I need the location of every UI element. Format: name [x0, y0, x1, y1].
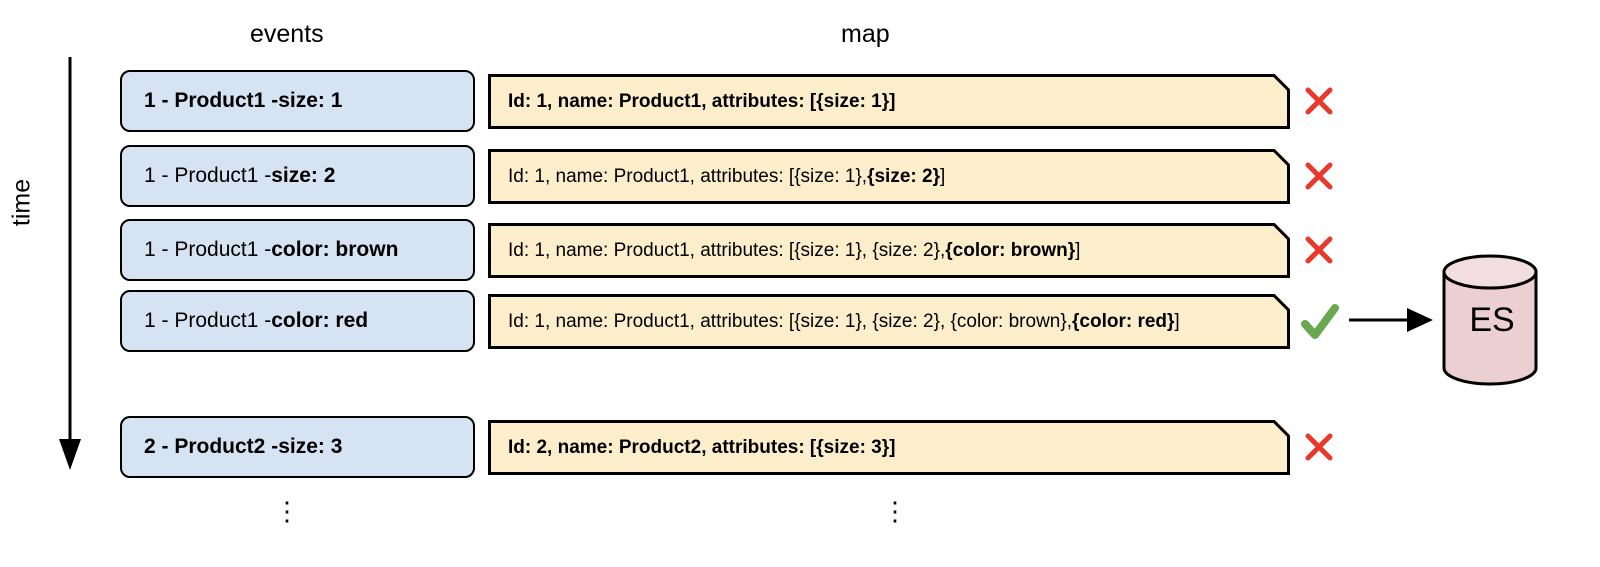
column-header-map: map [841, 20, 890, 48]
ellipsis-map: ⋮ [882, 496, 908, 526]
database-label: ES [1469, 301, 1515, 339]
arrow-right-icon [1349, 308, 1433, 332]
event-box[interactable]: 2 - Product2 - size: 3 [120, 416, 475, 478]
map-text-prefix: Id: 1, name: Product1, attributes: [{siz… [508, 165, 868, 187]
event-label-prefix: 1 - Product1 - [144, 89, 279, 112]
map-text-prefix: Id: 1, name: Product1, attributes: [{siz… [508, 239, 946, 261]
event-label-highlight: size: 1 [278, 89, 343, 112]
cross-icon [1300, 227, 1340, 273]
database-cylinder-icon [1349, 254, 1538, 386]
map-state-box[interactable]: Id: 2, name: Product2, attributes: [{siz… [488, 420, 1290, 475]
diagram-row: 2 - Product2 - size: 3 Id: 2, name: Produ… [0, 416, 1600, 478]
event-label-highlight: size: 3 [278, 435, 343, 458]
diagram-row: 1 - Product1 - color: brown Id: 1, name: … [0, 219, 1600, 281]
map-state-box[interactable]: Id: 1, name: Product1, attributes: [{siz… [488, 149, 1290, 204]
map-text-prefix: Id: 2, name: Product2, attributes: [{siz… [508, 436, 896, 458]
diagram-row: 1 - Product1 - size: 1 Id: 1, name: Produ… [0, 70, 1600, 132]
diagram-row: 1 - Product1 - size: 2 Id: 1, name: Produ… [0, 145, 1600, 207]
database-group [1345, 250, 1595, 390]
event-label-prefix: 1 - Product1 - [144, 164, 272, 187]
event-box[interactable]: 1 - Product1 - color: brown [120, 219, 475, 281]
event-box[interactable]: 1 - Product1 - size: 2 [120, 145, 475, 207]
map-text-highlight: {size: 2} [867, 165, 940, 187]
event-label-prefix: 1 - Product1 - [144, 309, 272, 332]
check-icon [1300, 298, 1340, 344]
cross-icon [1300, 153, 1340, 199]
ellipsis-events: ⋮ [274, 496, 300, 526]
event-box[interactable]: 1 - Product1 - size: 1 [120, 70, 475, 132]
map-text-prefix: Id: 1, name: Product1, attributes: [{siz… [508, 310, 1072, 332]
event-label-prefix: 1 - Product1 - [144, 238, 272, 261]
map-text-highlight: {color: red} [1072, 310, 1175, 332]
map-text-suffix: ] [1174, 310, 1180, 332]
map-state-box[interactable]: Id: 1, name: Product1, attributes: [{siz… [488, 223, 1290, 278]
map-text-highlight: {color: brown} [945, 239, 1076, 261]
column-header-events: events [250, 20, 324, 48]
map-state-box[interactable]: Id: 1, name: Product1, attributes: [{siz… [488, 74, 1290, 129]
map-text-suffix: ] [1075, 239, 1081, 261]
diagram-row: 1 - Product1 - color: red Id: 1, name: Pr… [0, 290, 1600, 352]
event-box[interactable]: 1 - Product1 - color: red [120, 290, 475, 352]
event-label-highlight: color: brown [271, 238, 399, 261]
time-axis [40, 55, 100, 475]
event-label-highlight: color: red [271, 309, 369, 332]
map-text-suffix: ] [939, 165, 946, 187]
time-arrow-icon [59, 57, 81, 470]
map-text-prefix: Id: 1, name: Product1, attributes: [{siz… [508, 90, 896, 112]
map-state-box[interactable]: Id: 1, name: Product1, attributes: [{siz… [488, 294, 1290, 349]
cross-icon [1300, 424, 1340, 470]
event-label-highlight: size: 2 [271, 164, 336, 187]
cross-icon [1300, 78, 1340, 124]
event-label-prefix: 2 - Product2 - [144, 435, 279, 458]
